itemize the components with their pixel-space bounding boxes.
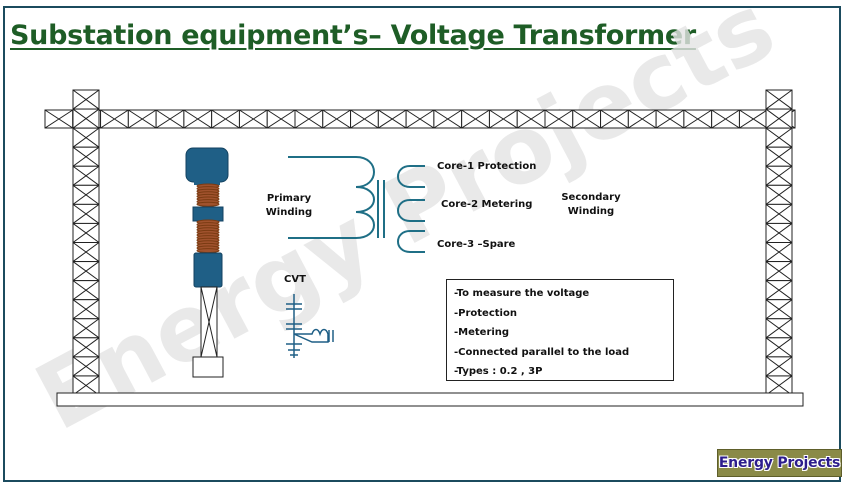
info-item: -Metering — [454, 327, 510, 338]
page-title: Substation equipment’s– Voltage Transfor… — [10, 20, 696, 51]
watermark: Energy Projects — [19, 0, 791, 451]
cvt-symbol — [286, 294, 334, 358]
transformer-winding-symbol — [288, 156, 425, 253]
energy-projects-logo: Energy Projects — [717, 449, 842, 477]
primary-winding-label: Primary Winding — [265, 193, 313, 218]
core1-label: Core-1 Protection — [437, 161, 537, 172]
cvt-label: CVT — [284, 274, 306, 285]
info-item: -Types : 0.2 , 3P — [454, 366, 543, 377]
info-box: -To measure the voltage -Protection -Met… — [446, 279, 674, 381]
info-item: -Connected parallel to the load — [454, 346, 630, 358]
info-item: -To measure the voltage — [454, 288, 590, 299]
info-item: -Protection — [454, 307, 517, 319]
core3-label: Core-3 –Spare — [437, 239, 516, 250]
secondary-winding-label: Secondary Winding — [561, 192, 621, 217]
voltage-transformer-insulator — [185, 147, 229, 378]
gantry-structure — [44, 89, 796, 396]
core2-label: Core-2 Metering — [441, 199, 533, 210]
base-platform — [56, 392, 804, 407]
logo-text: Energy Projects — [718, 455, 841, 471]
